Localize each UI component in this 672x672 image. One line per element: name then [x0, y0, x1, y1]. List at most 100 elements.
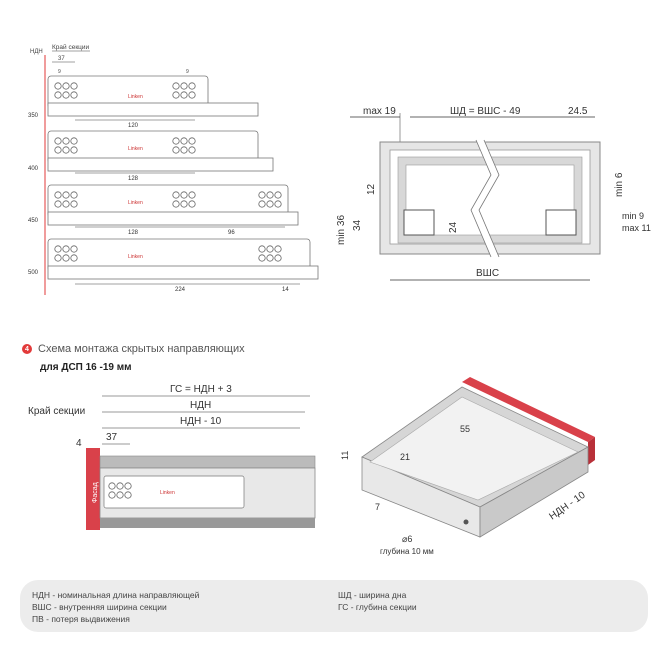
- ndn-label: НДН: [190, 400, 211, 411]
- mounting-hole: [70, 146, 78, 154]
- mounting-holes: [108, 482, 132, 499]
- dim-7: 7: [375, 502, 380, 512]
- mounting-hole: [180, 191, 188, 199]
- mounting-hole: [188, 82, 196, 90]
- mounting-hole: [172, 82, 180, 90]
- mounting-hole: [54, 82, 62, 90]
- mounting-hole: [180, 91, 188, 99]
- edge-label: Край секции: [52, 43, 90, 51]
- dim-24-5: 24.5: [568, 106, 588, 117]
- mounting-hole: [62, 137, 70, 145]
- mounting-hole: [266, 245, 274, 253]
- mounting-hole: [116, 482, 124, 490]
- rail-350-label: 350: [28, 113, 39, 119]
- legend-item-gs: ГС - глубина секции: [338, 602, 417, 612]
- mounting-hole: [54, 137, 62, 145]
- side-install-diagram: ГС = НДН + 3 НДН НДН - 10 Край секции 4 …: [28, 384, 316, 530]
- mounting-hole: [258, 200, 266, 208]
- mounting-hole: [188, 200, 196, 208]
- mounting-hole: [180, 146, 188, 154]
- max19-label: max 19: [363, 106, 396, 117]
- mounting-hole: [70, 82, 78, 90]
- rail-row-350: 120 350 Linken: [28, 75, 259, 129]
- mounting-hole: [172, 91, 180, 99]
- facade-panel: [86, 448, 100, 530]
- mounting-hole: [188, 137, 196, 145]
- mounting-hole: [70, 254, 78, 262]
- rail-450-dim-b: 96: [228, 230, 235, 236]
- small-9-a: 9: [58, 69, 61, 75]
- dim-21: 21: [400, 452, 410, 462]
- section-subtitle: для ДСП 16 -19 мм: [40, 362, 132, 373]
- mounting-hole: [70, 91, 78, 99]
- ndn10-label: НДН - 10: [180, 416, 222, 427]
- vshs-label: ВШС: [476, 268, 499, 279]
- dim-4: 4: [76, 438, 82, 449]
- legend-item-shd: ШД - ширина дна: [338, 590, 407, 600]
- gs-label: ГС = НДН + 3: [170, 384, 232, 395]
- mounting-hole: [62, 146, 70, 154]
- mounting-hole: [172, 200, 180, 208]
- width-formula: ШД = ВШС - 49: [450, 106, 521, 117]
- brand-logo: Linken: [128, 254, 143, 260]
- rail-row-450: 128 96 450 Linken: [28, 184, 299, 236]
- drawer-3d-diagram: 11 21 55 7 НДН - 10 ⌀6 глубина 10 мм: [340, 377, 595, 556]
- max11-label: max 11: [622, 223, 651, 233]
- legend-item-ndn: НДН - номинальная длина направляющей: [32, 590, 200, 600]
- rail-450-dim-a: 128: [128, 230, 139, 236]
- legend-item-vshs: ВШС - внутренняя ширина секции: [32, 602, 167, 612]
- mounting-hole: [108, 482, 116, 490]
- mounting-hole: [274, 245, 282, 253]
- rail-row-500: 224 14 500 Linken: [28, 238, 319, 293]
- mounting-hole: [258, 254, 266, 262]
- rail-500-dim-b: 14: [282, 287, 289, 293]
- mounting-hole: [62, 200, 70, 208]
- mounting-hole: [70, 245, 78, 253]
- dim-12: 12: [366, 183, 377, 195]
- mounting-hole: [274, 191, 282, 199]
- hole-diameter: ⌀6: [402, 534, 412, 544]
- mounting-hole: [124, 491, 132, 499]
- brand-logo: Linken: [128, 94, 143, 100]
- mounting-hole: [54, 254, 62, 262]
- hole-depth: глубина 10 мм: [380, 547, 434, 556]
- mounting-hole: [172, 137, 180, 145]
- mounting-hole: [54, 146, 62, 154]
- mounting-hole: [266, 200, 274, 208]
- min9-label: min 9: [622, 211, 644, 221]
- brand-logo: Linken: [128, 200, 143, 206]
- mounting-hole: [62, 82, 70, 90]
- mounting-hole: [62, 191, 70, 199]
- mounting-hole: [54, 200, 62, 208]
- guide-lengths-diagram: Край секции НДН 37 9 9 120 350 Linken 12…: [28, 43, 319, 295]
- dim-34: 34: [352, 219, 363, 231]
- drawer-cross-section: max 19 ШД = ВШС - 49 24.5 min 36 34 12 2…: [336, 106, 651, 281]
- section-number: 4: [22, 344, 32, 354]
- mounting-hole: [172, 191, 180, 199]
- mounting-hole: [108, 491, 116, 499]
- mounting-hole: [62, 245, 70, 253]
- mounting-hole: [70, 200, 78, 208]
- dim-55: 55: [460, 424, 470, 434]
- mounting-hole: [188, 146, 196, 154]
- mounting-hole: [180, 200, 188, 208]
- offset-37: 37: [58, 56, 65, 62]
- rail-400-dim: 128: [128, 176, 139, 182]
- mounting-hole: [116, 491, 124, 499]
- mounting-hole: [62, 254, 70, 262]
- mounting-hole: [70, 137, 78, 145]
- mounting-hole: [266, 254, 274, 262]
- mounting-hole: [188, 191, 196, 199]
- col-header: НДН: [30, 49, 43, 55]
- mounting-hole: [54, 245, 62, 253]
- mounting-hole: [274, 200, 282, 208]
- mounting-hole: [70, 191, 78, 199]
- dim-37: 37: [106, 432, 118, 443]
- abbreviation-legend: НДН - номинальная длина направляющей ВШС…: [20, 580, 648, 632]
- dim-24: 24: [448, 221, 459, 233]
- min36-label: min 36: [336, 215, 347, 245]
- rail-400-label: 400: [28, 166, 39, 172]
- rail-350-dim: 120: [128, 123, 139, 129]
- mounting-hole: [172, 146, 180, 154]
- mounting-holes: [54, 82, 282, 262]
